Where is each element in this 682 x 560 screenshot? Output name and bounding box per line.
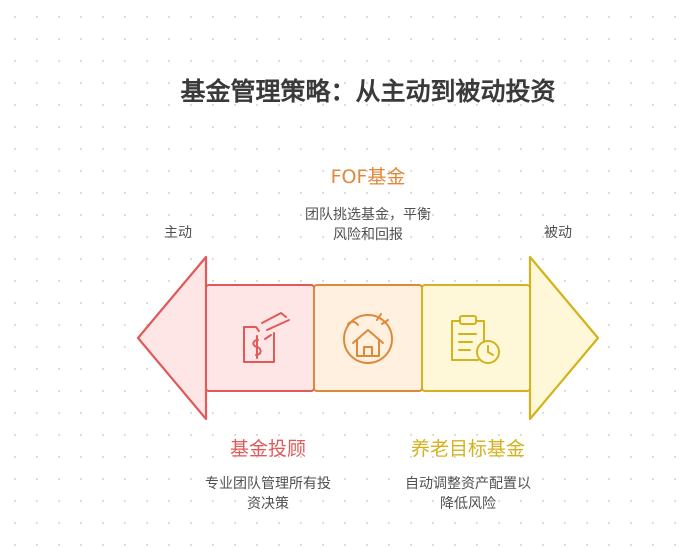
pension-description: 自动调整资产配置以降低风险	[405, 476, 531, 512]
segment-advisor	[205, 284, 315, 392]
left-arrow-head	[136, 255, 208, 421]
fof-title: FOF基金	[330, 166, 406, 188]
advisor-title: 基金投顾	[229, 438, 306, 460]
active-label: 主动	[164, 225, 192, 241]
page-title: 基金管理策略：从主动到被动投资	[180, 77, 556, 106]
segment-pension	[421, 284, 531, 392]
house-compass-icon	[343, 313, 393, 364]
right-arrow-head	[528, 255, 600, 421]
segment-fof	[313, 284, 423, 392]
pension-title: 养老目标基金	[410, 438, 525, 460]
fof-description: 团队挑选基金，平衡风险和回报	[305, 207, 431, 243]
clipboard-clock-icon	[451, 315, 500, 364]
advisor-description: 专业团队管理所有投资决策	[205, 476, 331, 512]
money-hand-icon	[243, 312, 290, 363]
passive-label: 被动	[544, 225, 572, 241]
